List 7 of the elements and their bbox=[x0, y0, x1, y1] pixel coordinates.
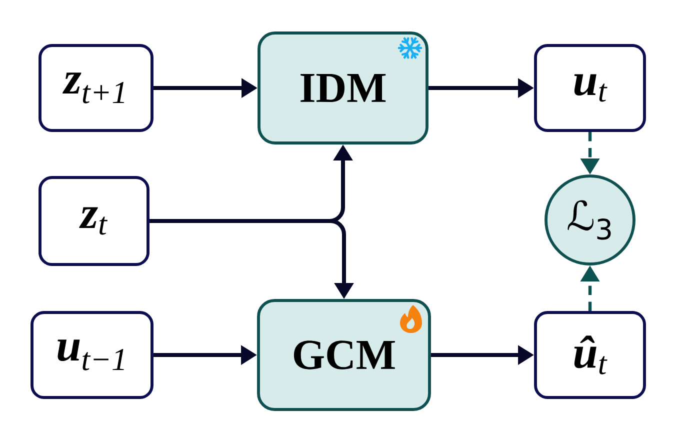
variable-box: u$_{t−1}$ bbox=[30, 311, 154, 399]
variable-box: û$_{t}$ bbox=[534, 311, 646, 399]
variable-box: z$_{t}$ bbox=[38, 176, 150, 266]
model-box: IDM bbox=[258, 32, 428, 144]
model-box: GCM bbox=[257, 299, 431, 411]
variable-box: z$_{t+1}$ bbox=[38, 44, 154, 132]
variable-box: u$_{t}$ bbox=[534, 44, 646, 132]
